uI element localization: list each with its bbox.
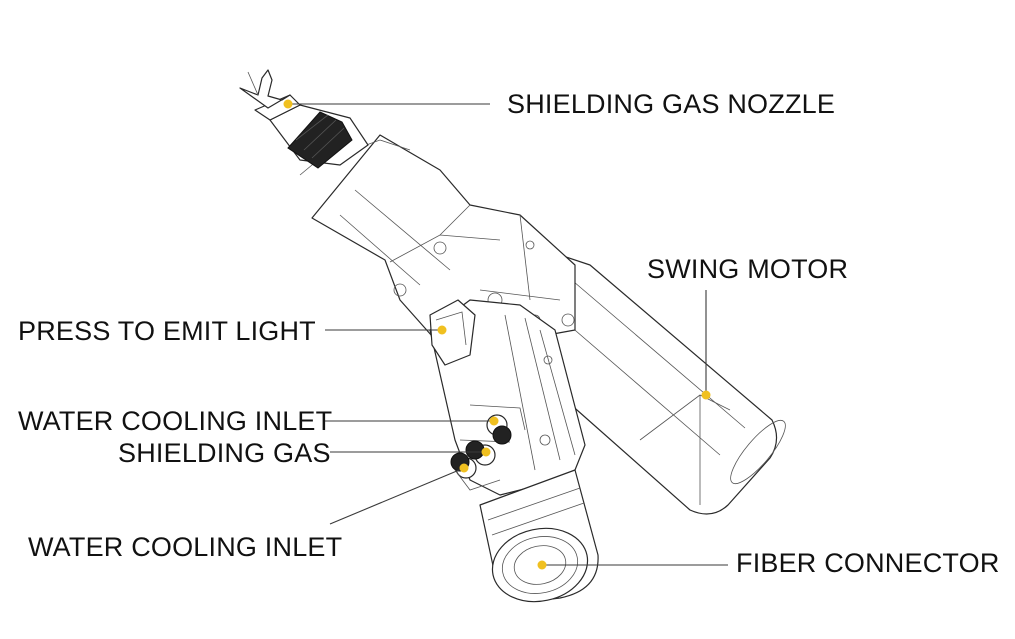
label-shielding-gas: SHIELDING GAS xyxy=(118,438,331,468)
nozzle-assembly xyxy=(239,69,369,169)
marker-press-to-emit-light xyxy=(437,325,447,335)
marker-fiber-connector xyxy=(537,560,547,570)
marker-shielding-gas xyxy=(481,447,491,457)
label-shielding-gas-nozzle: SHIELDING GAS NOZZLE xyxy=(507,89,835,119)
label-water-cooling-inlet-bottom: WATER COOLING INLET xyxy=(28,532,342,562)
label-swing-motor: SWING MOTOR xyxy=(647,254,848,284)
leader-lines xyxy=(288,103,728,566)
marker-water-cooling-inlet-top xyxy=(489,416,499,426)
welding-head-illustration xyxy=(239,69,786,603)
callout-labels: SHIELDING GAS NOZZLE SWING MOTOR PRESS T… xyxy=(18,89,1000,578)
marker-shielding-gas-nozzle xyxy=(283,99,293,109)
marker-swing-motor xyxy=(701,390,711,400)
label-water-cooling-inlet-top: WATER COOLING INLET xyxy=(18,406,332,436)
label-fiber-connector: FIBER CONNECTOR xyxy=(736,548,1000,578)
callout-markers xyxy=(283,99,711,570)
label-press-to-emit-light: PRESS TO EMIT LIGHT xyxy=(18,316,316,346)
marker-water-cooling-inlet-bottom xyxy=(459,463,469,473)
upper-body xyxy=(299,134,576,346)
